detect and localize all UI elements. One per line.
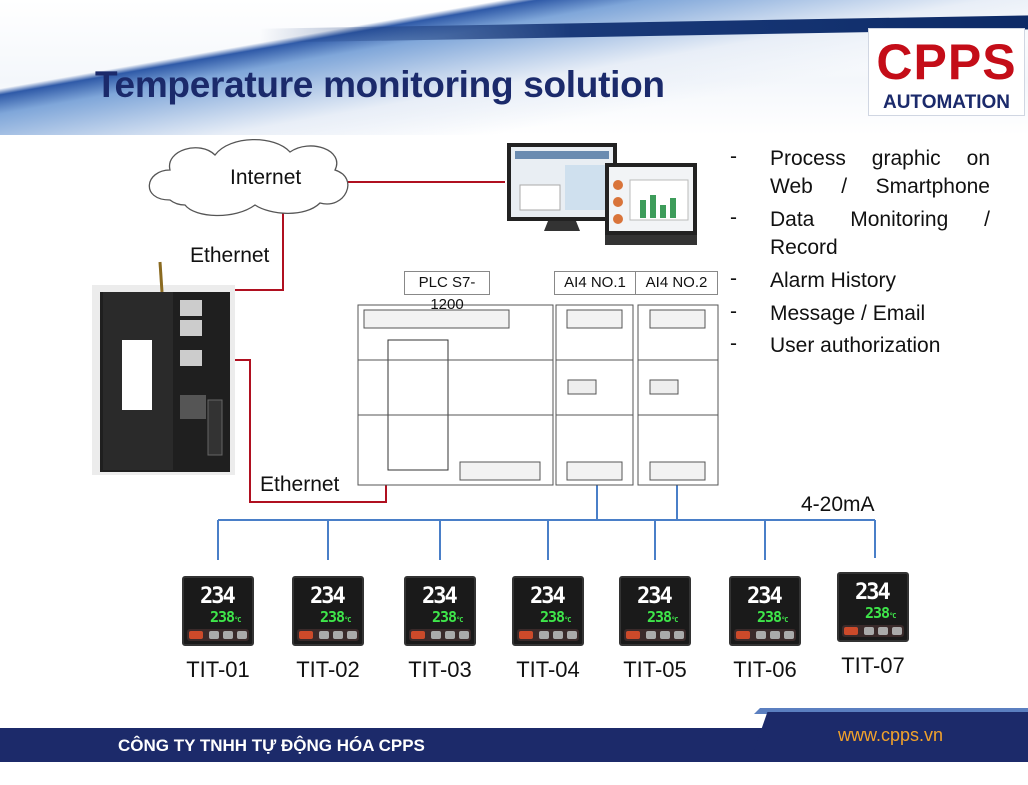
bullet-dash: - xyxy=(730,145,737,168)
ai-module-label-1: AI4 NO.1 xyxy=(554,271,636,295)
ethernet-label-top: Ethernet xyxy=(190,244,270,267)
gateway-device xyxy=(92,261,235,475)
gateway-to-plc-line xyxy=(222,359,387,503)
bullet-dash: - xyxy=(730,332,737,355)
feature-item: -Process graphic on Web / Smartphone xyxy=(730,145,990,198)
signal-label: 4-20mA xyxy=(801,493,875,516)
controller-keypad xyxy=(624,629,686,641)
sv-unit: °C xyxy=(564,616,572,624)
plc-label: PLC S7-1200 xyxy=(404,271,490,313)
sv-value: 238 xyxy=(757,608,782,626)
bullet-dash: - xyxy=(730,206,737,229)
controller-keypad xyxy=(517,629,579,641)
sv-unit: °C xyxy=(889,612,897,620)
pv-display: 234 xyxy=(422,584,458,609)
sv-display: 238°C xyxy=(757,608,789,626)
website-link[interactable]: www.cpps.vn xyxy=(838,725,944,745)
sv-value: 238 xyxy=(540,608,565,626)
sv-value: 238 xyxy=(865,604,890,622)
sv-display: 238°C xyxy=(210,608,242,626)
transmitter-label: TIT-04 xyxy=(516,657,580,682)
pv-display: 234 xyxy=(637,584,673,609)
controller-keypad xyxy=(297,629,359,641)
sv-unit: °C xyxy=(671,616,679,624)
internet-label: Internet xyxy=(230,166,302,189)
ai-module-label-2: AI4 NO.2 xyxy=(635,271,718,295)
pv-display: 234 xyxy=(855,580,891,605)
internet-to-gateway-line xyxy=(222,212,284,291)
pv-display: 234 xyxy=(747,584,783,609)
transmitter-label: TIT-07 xyxy=(841,653,905,678)
plc-modules xyxy=(357,304,719,486)
feature-item: -Data Monitoring / Record xyxy=(730,206,990,259)
transmitter-label: TIT-01 xyxy=(186,657,250,682)
footer-accent xyxy=(754,708,1028,714)
signal-drop-lines xyxy=(217,520,876,560)
transmitter-label: TIT-06 xyxy=(733,657,797,682)
company-logo: CPPS AUTOMATION xyxy=(868,28,1025,116)
sv-value: 238 xyxy=(647,608,672,626)
controller-keypad xyxy=(734,629,796,641)
sv-display: 238°C xyxy=(320,608,352,626)
sv-unit: °C xyxy=(781,616,789,624)
logo-subtitle: AUTOMATION xyxy=(882,92,1010,113)
sv-display: 238°C xyxy=(647,608,679,626)
controller-keypad xyxy=(187,629,249,641)
controller-keypad xyxy=(842,625,904,637)
sv-display: 238°C xyxy=(432,608,464,626)
sv-unit: °C xyxy=(344,616,352,624)
company-name: CÔNG TY TNHH TỰ ĐỘNG HÓA CPPS xyxy=(118,736,425,755)
sv-value: 238 xyxy=(432,608,457,626)
sv-value: 238 xyxy=(320,608,345,626)
transmitter-label: TIT-02 xyxy=(296,657,360,682)
sv-unit: °C xyxy=(234,616,242,624)
ethernet-label-bottom: Ethernet xyxy=(260,473,340,496)
sv-value: 238 xyxy=(210,608,235,626)
pv-display: 234 xyxy=(200,584,236,609)
sv-display: 238°C xyxy=(865,604,897,622)
cloud-icon xyxy=(148,138,349,217)
controller-keypad xyxy=(409,629,471,641)
page-title: Temperature monitoring solution xyxy=(95,64,665,105)
transmitter-label: TIT-03 xyxy=(408,657,472,682)
bullet-dash: - xyxy=(730,300,737,323)
pv-display: 234 xyxy=(530,584,566,609)
logo-brand: CPPS xyxy=(876,34,1017,90)
transmitter-label: TIT-05 xyxy=(623,657,687,682)
bullet-dash: - xyxy=(730,267,737,290)
sv-unit: °C xyxy=(456,616,464,624)
footer-tab xyxy=(750,712,1028,762)
monitor-icon xyxy=(507,143,697,245)
pv-display: 234 xyxy=(310,584,346,609)
sv-display: 238°C xyxy=(540,608,572,626)
